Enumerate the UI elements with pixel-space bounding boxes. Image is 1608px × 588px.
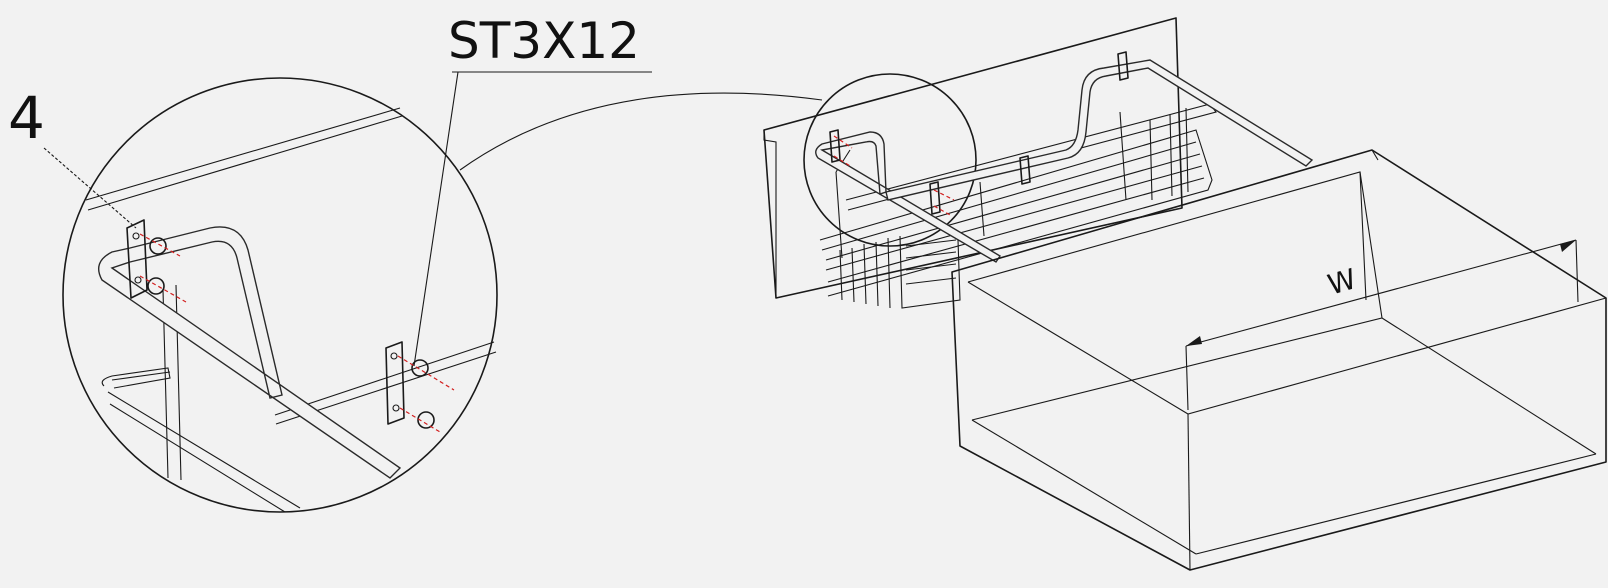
detail-bracket-left: [126, 219, 187, 303]
part-leader-line: [43, 147, 137, 229]
highlight-circle: [803, 73, 977, 247]
screw-spec-label: ST3X12: [448, 12, 640, 70]
detail-short-rod: [101, 367, 171, 389]
screw-leader-line: [413, 71, 459, 367]
main-handle-rod: [815, 131, 1001, 263]
back-panel-side: [763, 130, 777, 298]
part-number-label: 4: [8, 84, 45, 152]
detail-connector-arc: [459, 92, 823, 171]
detail-handle-rod: [98, 226, 402, 479]
main-bracket-2: [929, 181, 955, 217]
width-dimension-label: W: [1324, 262, 1360, 301]
detail-circle: [62, 77, 498, 513]
detail-panel-edge: [85, 107, 403, 211]
main-bracket-1: [829, 129, 853, 167]
main-top-rod: [885, 59, 1314, 201]
drawer-box: [951, 149, 1607, 571]
detail-lower-rod: [107, 371, 301, 513]
detail-view: [62, 77, 498, 513]
main-bracket-4: [1117, 51, 1129, 81]
main-assembly: W: [763, 17, 1607, 571]
detail-bracket-right: [385, 341, 455, 433]
width-dimension: [1185, 239, 1579, 411]
main-bracket-3: [1019, 155, 1031, 185]
back-panel: [763, 17, 1183, 299]
